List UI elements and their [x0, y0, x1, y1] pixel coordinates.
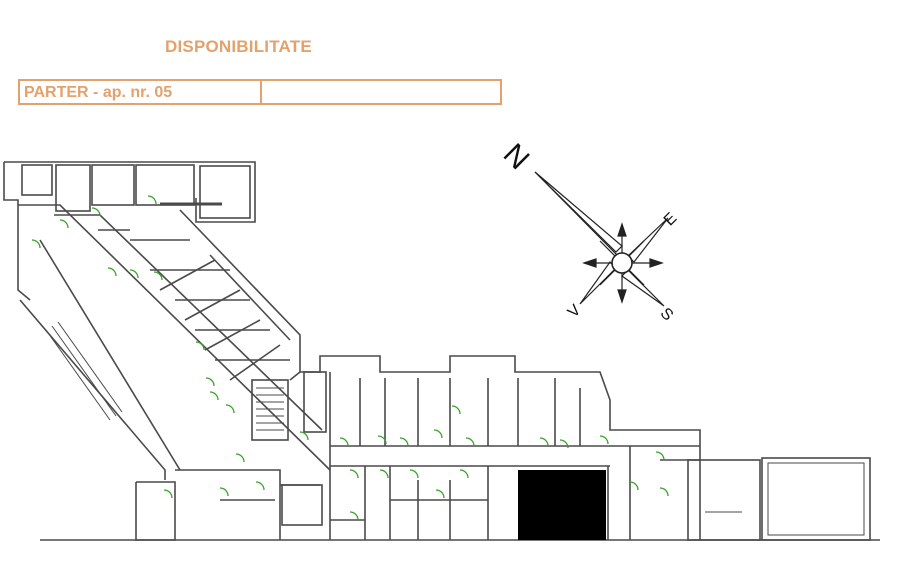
highlighted-apartment[interactable]: [518, 470, 606, 540]
door-markers: [31, 195, 669, 521]
compass-east-label: E: [661, 210, 681, 230]
unit-label: PARTER - ap. nr. 05: [20, 81, 262, 103]
page-title: DISPONIBILITATE: [165, 37, 312, 56]
compass-north-label: N: [497, 137, 536, 176]
building-walls: [3, 161, 880, 541]
availability-table: PARTER - ap. nr. 05: [18, 79, 502, 105]
compass-rose: N E S V: [497, 137, 681, 324]
compass-west-label: V: [565, 302, 585, 322]
compass-south-label: S: [657, 305, 677, 325]
